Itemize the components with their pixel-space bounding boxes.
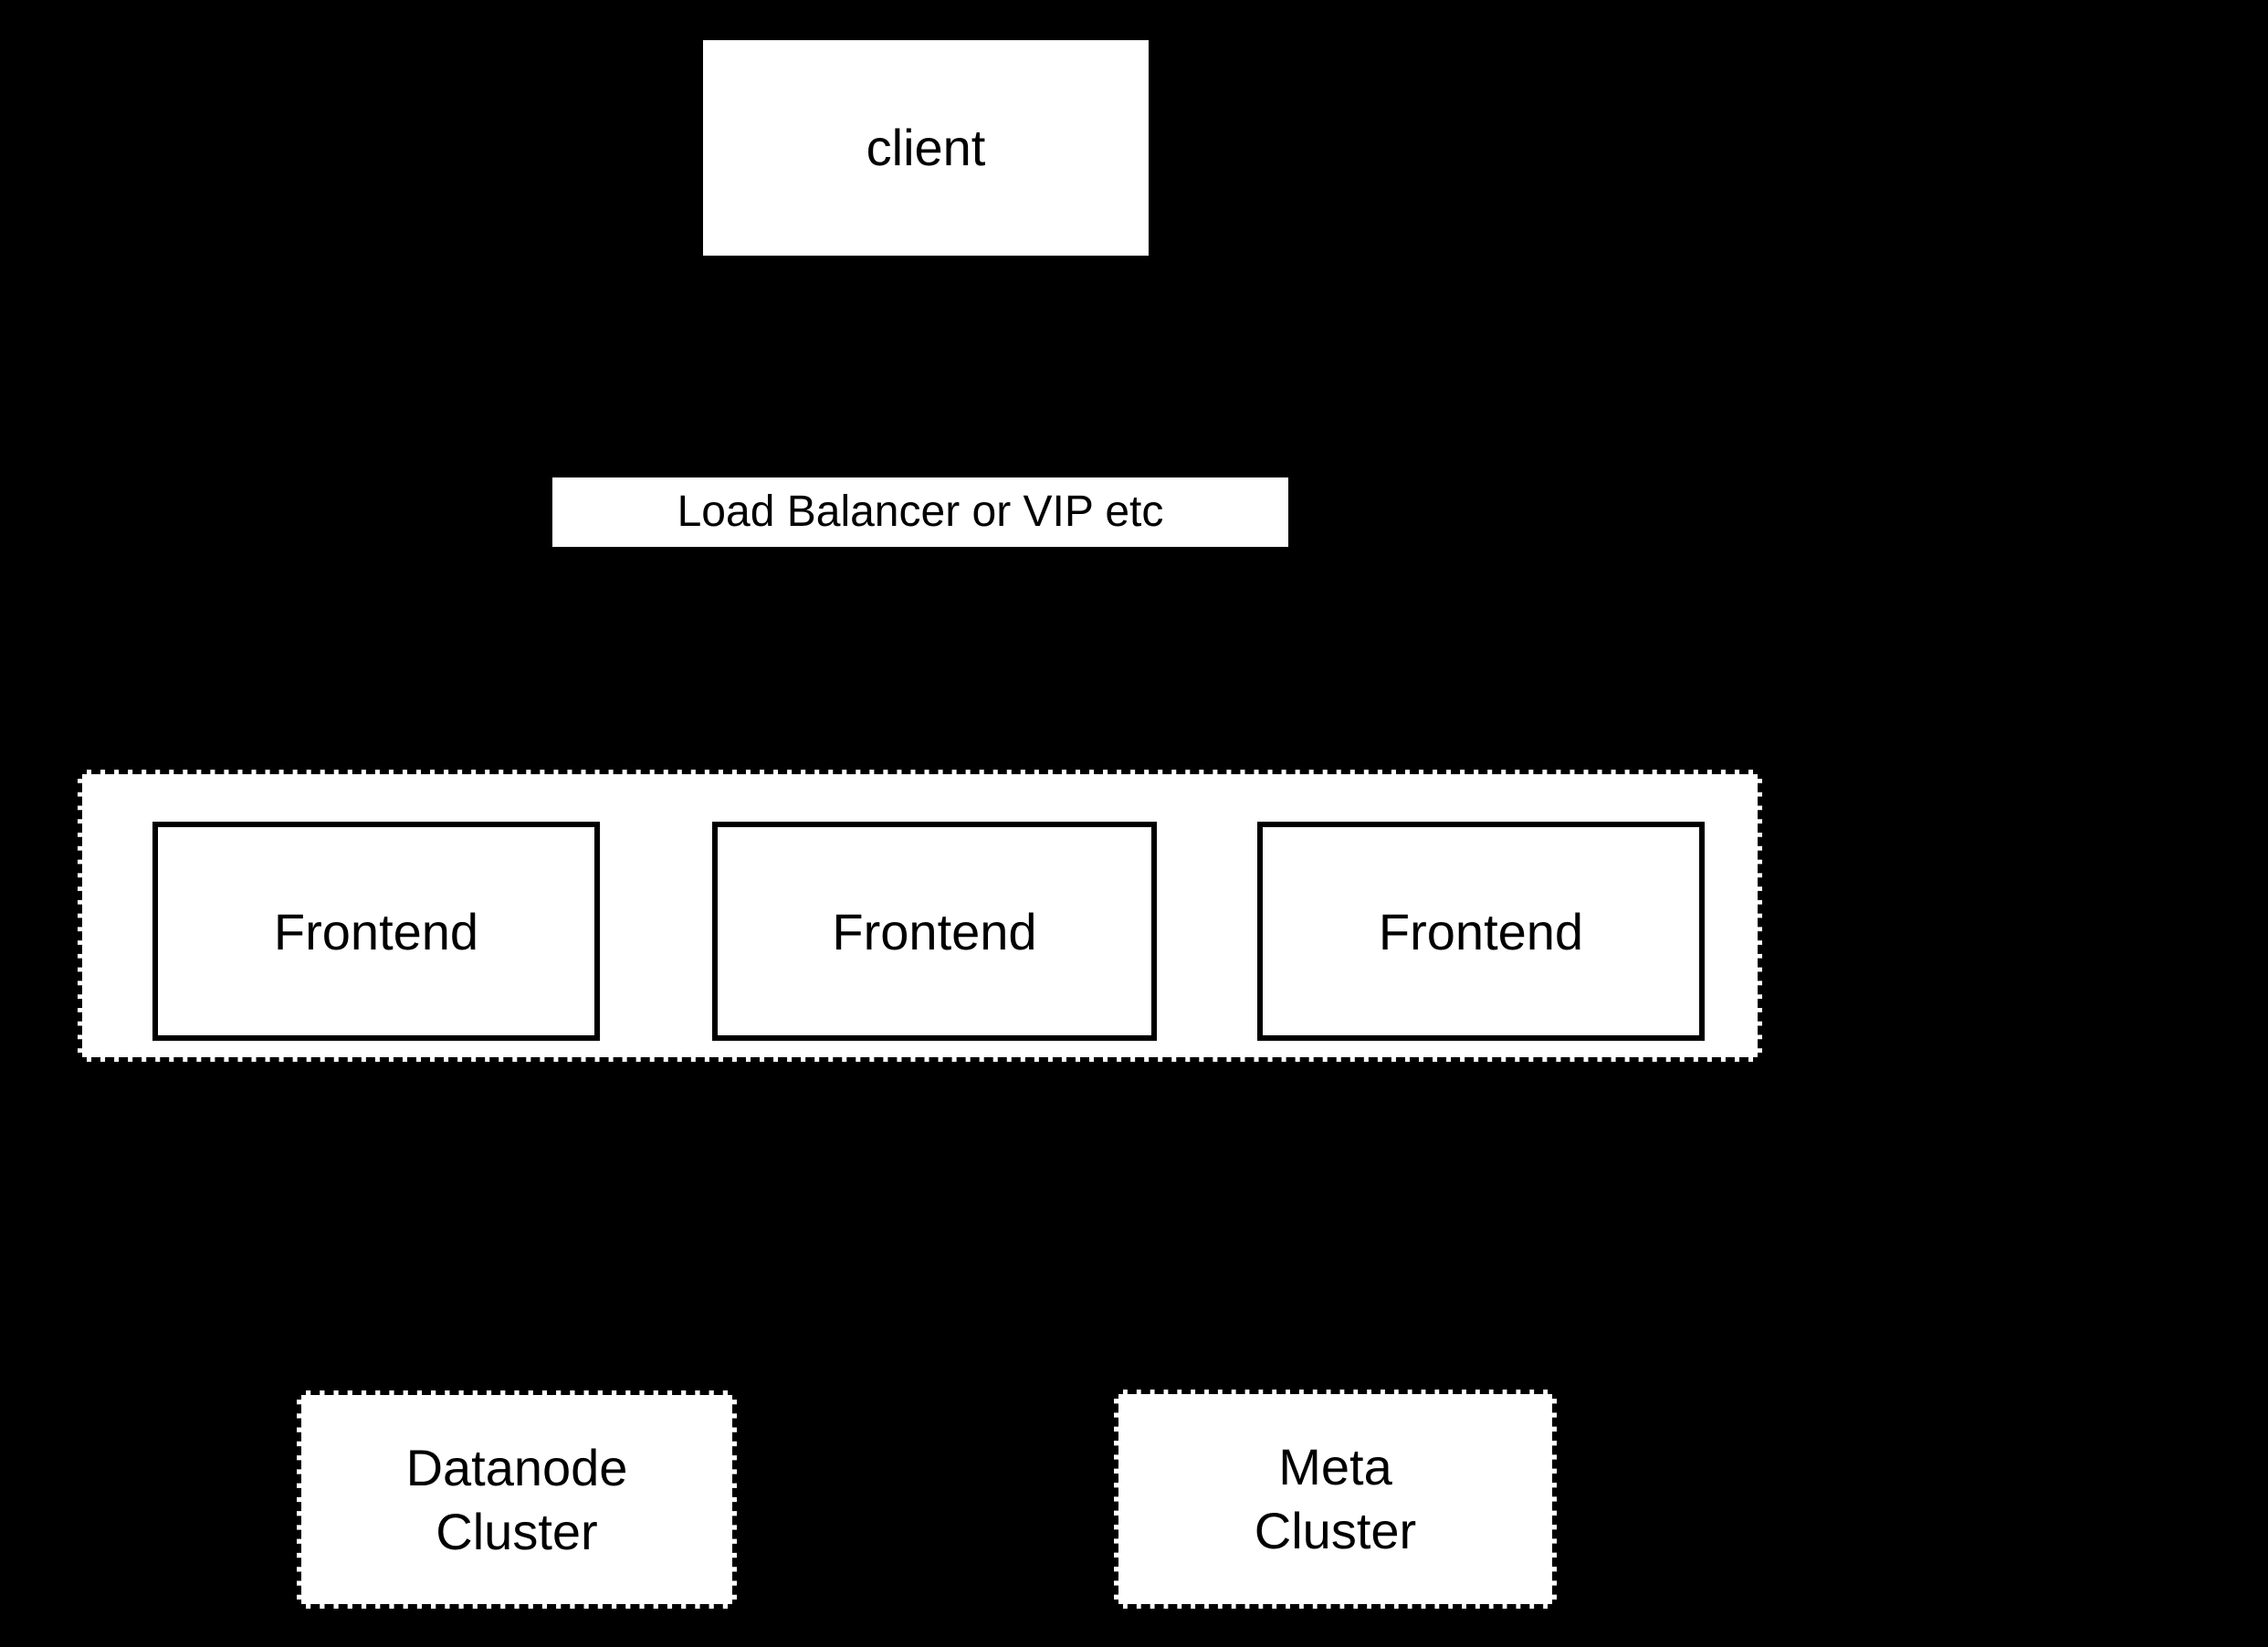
load-balancer-node: Load Balancer or VIP etc	[552, 477, 1288, 547]
frontend-group: Frontend Frontend Frontend	[78, 770, 1762, 1062]
load-balancer-label: Load Balancer or VIP etc	[677, 488, 1164, 536]
frontend-node-3: Frontend	[1257, 822, 1705, 1041]
meta-cluster-label-line2: Cluster	[1254, 1502, 1417, 1559]
meta-cluster-label-line1: Meta	[1278, 1438, 1392, 1495]
meta-cluster-node: Meta Cluster	[1114, 1390, 1557, 1609]
frontend-label-2: Frontend	[832, 902, 1037, 960]
datanode-cluster-node: Datanode Cluster	[297, 1390, 737, 1609]
datanode-cluster-label-line2: Cluster	[436, 1502, 598, 1560]
datanode-cluster-label-line1: Datanode	[405, 1438, 628, 1496]
frontend-label-3: Frontend	[1378, 902, 1584, 960]
frontend-node-2: Frontend	[712, 822, 1157, 1041]
frontend-node-1: Frontend	[152, 822, 600, 1041]
frontend-label-1: Frontend	[273, 902, 479, 960]
client-node: client	[703, 40, 1149, 256]
client-label: client	[866, 119, 986, 176]
